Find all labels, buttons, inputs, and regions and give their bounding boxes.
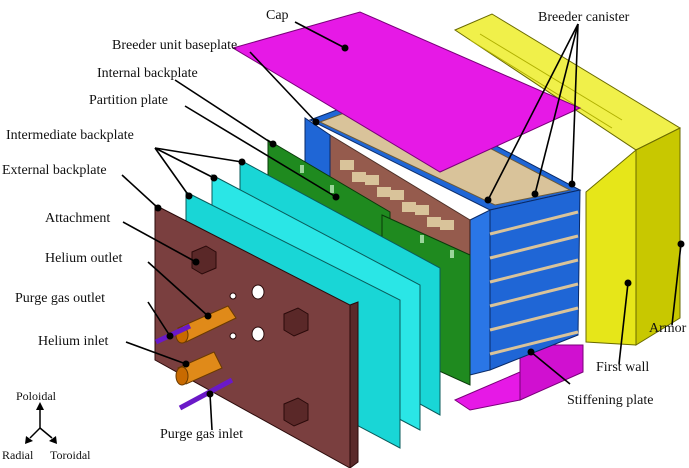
label-armor: Armor [649, 321, 687, 336]
attachment-blocks [191, 245, 309, 427]
purge-gas-outlet-pipe [154, 323, 192, 345]
label-helium-inlet: Helium inlet [38, 334, 108, 349]
helium-inlet-pipe [175, 351, 223, 386]
leader-dots [154, 44, 685, 398]
label-breeder-canister: Breeder canister [538, 10, 630, 25]
leader-lines [121, 21, 682, 431]
coordinate-axes: Poloidal Radial Toroidal [2, 389, 91, 462]
axis-label-poloidal: Poloidal [16, 389, 57, 403]
purge-gas-inlet-pipe [178, 377, 234, 411]
cap-plate [231, 11, 582, 173]
label-breeder-unit-baseplate: Breeder unit baseplate [112, 38, 237, 53]
label-first-wall: First wall [596, 360, 649, 375]
label-partition-plate: Partition plate [89, 93, 168, 108]
label-external-backplate: External backplate [2, 163, 107, 178]
label-intermediate-backplate: Intermediate backplate [6, 128, 134, 143]
label-purge-gas-outlet: Purge gas outlet [15, 291, 105, 306]
label-cap: Cap [266, 8, 289, 23]
axis-label-radial: Radial [2, 448, 34, 462]
axis-label-toroidal: Toroidal [50, 448, 91, 462]
label-internal-backplate: Internal backplate [97, 66, 198, 81]
label-stiffening-plate: Stiffening plate [567, 393, 653, 408]
label-helium-outlet: Helium outlet [45, 251, 122, 266]
label-purge-gas-inlet: Purge gas inlet [160, 427, 243, 442]
armor-first-wall [453, 13, 682, 346]
label-attachment: Attachment [45, 211, 110, 226]
